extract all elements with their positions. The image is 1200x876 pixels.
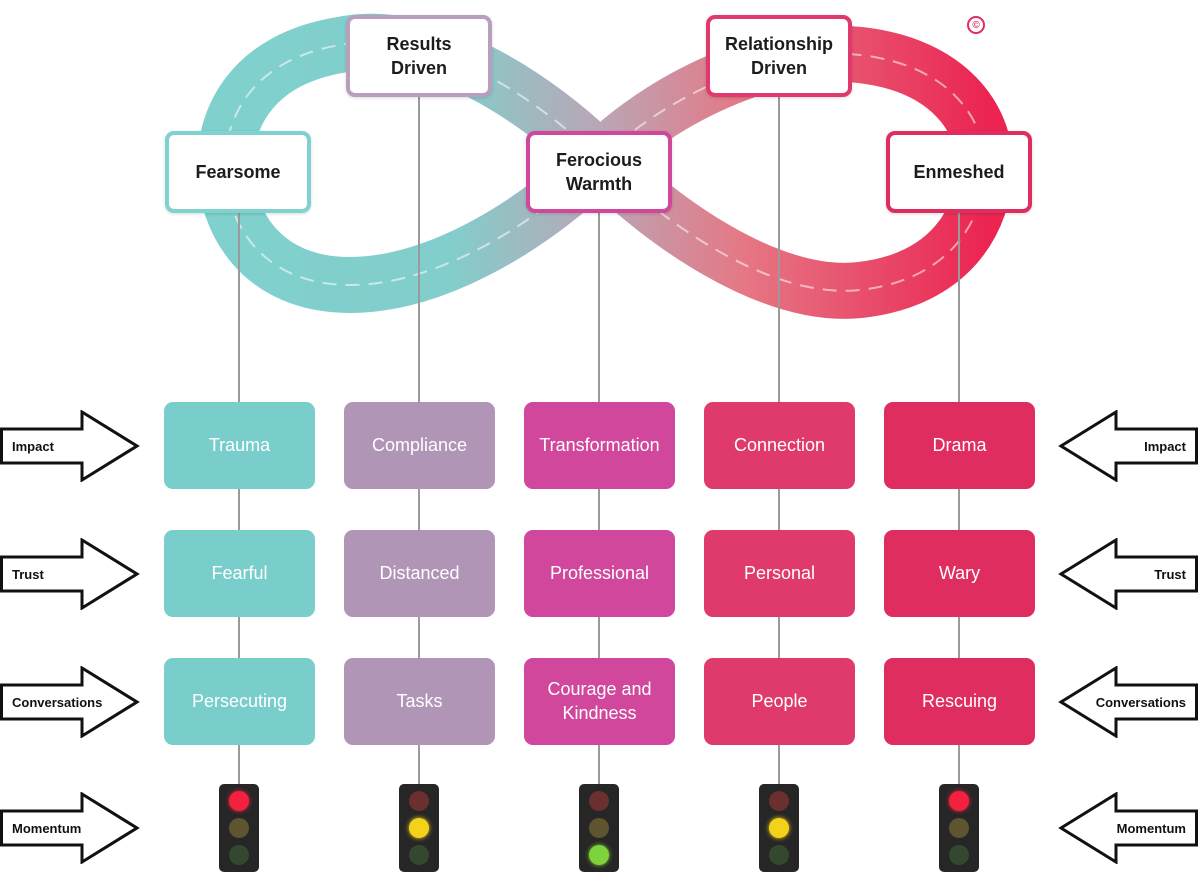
cell-ferocious-impact: Transformation <box>524 402 675 489</box>
traffic-light-enmeshed <box>939 784 979 872</box>
traffic-lamp-red <box>589 791 609 811</box>
cell-relationship-conversations: People <box>704 658 855 745</box>
arrow-right-conversations: Conversations <box>1058 666 1198 738</box>
arrow-right-shape <box>0 410 140 482</box>
traffic-lamp-amber <box>769 818 789 838</box>
arrow-left-shape <box>1058 410 1198 482</box>
cell-ferocious-conversations: Courage and Kindness <box>524 658 675 745</box>
arrow-left-momentum: Momentum <box>0 792 140 864</box>
cell-fearsome-conversations: Persecuting <box>164 658 315 745</box>
traffic-lamp-red <box>229 791 249 811</box>
traffic-lamp-green <box>769 845 789 865</box>
traffic-lamp-green <box>409 845 429 865</box>
cell-results-conversations: Tasks <box>344 658 495 745</box>
traffic-lamp-green <box>229 845 249 865</box>
cell-relationship-impact: Connection <box>704 402 855 489</box>
traffic-lamp-amber <box>949 818 969 838</box>
arrow-left-trust: Trust <box>0 538 140 610</box>
cell-results-impact: Compliance <box>344 402 495 489</box>
arrow-left-shape <box>1058 666 1198 738</box>
traffic-lamp-amber <box>409 818 429 838</box>
traffic-lamp-red <box>949 791 969 811</box>
cell-results-trust: Distanced <box>344 530 495 617</box>
arrow-right-shape <box>0 792 140 864</box>
arrow-right-trust: Trust <box>1058 538 1198 610</box>
cell-enmeshed-conversations: Rescuing <box>884 658 1035 745</box>
cell-fearsome-impact: Trauma <box>164 402 315 489</box>
cell-relationship-trust: Personal <box>704 530 855 617</box>
copyright-mark: © <box>967 16 985 34</box>
row-label-momentum: Momentum <box>12 820 82 836</box>
row-label-impact: Impact <box>12 438 54 454</box>
traffic-light-ferocious-warmth <box>579 784 619 872</box>
traffic-lamp-red <box>409 791 429 811</box>
traffic-light-results-driven <box>399 784 439 872</box>
traffic-lamp-red <box>769 791 789 811</box>
row-label-momentum: Momentum <box>1116 820 1186 836</box>
arrow-left-shape <box>1058 792 1198 864</box>
row-label-impact: Impact <box>1144 438 1186 454</box>
row-label-trust: Trust <box>12 566 44 582</box>
arrow-left-shape <box>1058 538 1198 610</box>
cell-fearsome-trust: Fearful <box>164 530 315 617</box>
traffic-lamp-green <box>949 845 969 865</box>
arrow-right-momentum: Momentum <box>1058 792 1198 864</box>
row-label-conversations: Conversations <box>12 694 103 710</box>
title-results-driven: Results Driven <box>346 15 492 97</box>
title-enmeshed: Enmeshed <box>886 131 1032 213</box>
row-label-conversations: Conversations <box>1095 694 1186 710</box>
row-label-trust: Trust <box>1154 566 1186 582</box>
arrow-right-shape <box>0 666 140 738</box>
cell-enmeshed-impact: Drama <box>884 402 1035 489</box>
title-fearsome: Fearsome <box>165 131 311 213</box>
cell-enmeshed-trust: Wary <box>884 530 1035 617</box>
traffic-lamp-green <box>589 845 609 865</box>
arrow-left-impact: Impact <box>0 410 140 482</box>
arrow-left-conversations: Conversations <box>0 666 140 738</box>
traffic-lamp-amber <box>229 818 249 838</box>
arrow-right-shape <box>0 538 140 610</box>
traffic-lamp-amber <box>589 818 609 838</box>
arrow-right-impact: Impact <box>1058 410 1198 482</box>
title-relationship-driven: Relationship Driven <box>706 15 852 97</box>
traffic-light-fearsome <box>219 784 259 872</box>
cell-ferocious-trust: Professional <box>524 530 675 617</box>
traffic-light-relationship-driven <box>759 784 799 872</box>
title-ferocious-warmth: Ferocious Warmth <box>526 131 672 213</box>
